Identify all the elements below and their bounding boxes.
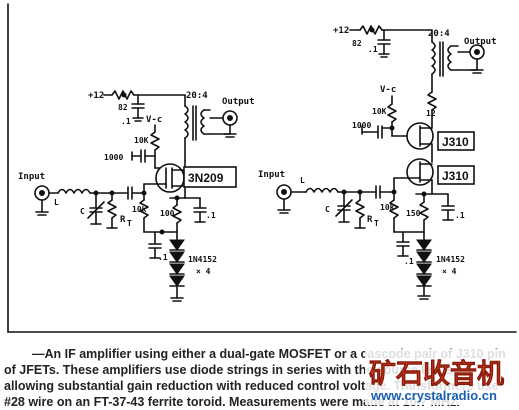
svg-text:矿石收音机: 矿石收音机 xyxy=(369,358,504,390)
left-bypass-cap-label: .1 xyxy=(121,117,131,126)
left-gate2-cap-label: 1000 xyxy=(104,153,123,162)
right-vc-label: V-c xyxy=(380,85,396,95)
right-rt-label: R xyxy=(367,215,373,225)
left-transformer-ratio: 20:4 xyxy=(186,91,208,101)
right-source-resistor-label: 150 xyxy=(406,209,421,218)
right-lower-device-label: J310 xyxy=(442,169,469,183)
left-rt-label: R xyxy=(120,215,126,225)
caption-line-4: #28 wire on an FT-37-43 ferrite toroid. … xyxy=(4,395,460,409)
right-inductor-label: L xyxy=(300,176,305,185)
right-input-label: Input xyxy=(258,170,285,180)
left-device-box xyxy=(183,166,237,188)
right-upper-device-box xyxy=(437,131,475,151)
left-rt-sub: T xyxy=(127,219,132,228)
right-rt-sub: T xyxy=(374,219,379,228)
right-bottom-cap-label: .1 xyxy=(404,257,414,266)
left-top-resistor-label: 10K xyxy=(134,136,149,145)
left-bias-resistor-label: 10k xyxy=(132,205,147,214)
left-transformer-primary xyxy=(184,105,189,139)
left-source-cap-label: .1 xyxy=(206,211,216,220)
site-watermark-logo: 矿石收音机 www.crystalradio.cn xyxy=(365,349,515,405)
left-circuit: +12 82 .1 20:4 Output V-c 10K xyxy=(18,90,255,302)
svg-text:www.crystalradio.cn: www.crystalradio.cn xyxy=(370,388,497,403)
left-input-label: Input xyxy=(18,172,45,182)
right-source-cap-label: .1 xyxy=(455,211,465,220)
left-bypass-resistor xyxy=(111,90,135,100)
right-output-label: Output xyxy=(464,37,497,47)
left-tuning-cap-label: C xyxy=(80,207,85,216)
right-diode-count: × 4 xyxy=(442,267,457,276)
right-top-resistor-label: 10K xyxy=(372,107,387,116)
right-drain-resistor xyxy=(427,91,437,111)
left-bias-resistor xyxy=(139,199,149,219)
right-rt-resistor xyxy=(355,199,365,219)
right-bias-resistor xyxy=(389,199,399,219)
right-circuit: +12 82 .1 20:4 Output 12 V-c xyxy=(258,25,497,300)
right-transformer-ratio: 20:4 xyxy=(428,29,450,39)
left-source-resistor xyxy=(172,204,182,224)
right-bias-resistor-label: 10k xyxy=(380,203,395,212)
right-inductor xyxy=(305,187,339,193)
right-bypass-resistor xyxy=(359,25,383,35)
right-bypass-cap-label: .1 xyxy=(368,45,378,54)
left-device-label: 3N209 xyxy=(188,171,224,185)
left-inductor-label: L xyxy=(54,198,59,207)
right-tuning-cap-label: C xyxy=(325,205,330,214)
left-diode-count: × 4 xyxy=(196,267,211,276)
left-inductor xyxy=(57,188,91,194)
left-diode-label: 1N4152 xyxy=(188,255,217,264)
left-transformer-secondary xyxy=(200,109,205,135)
right-bypass-resistor-label: 82 xyxy=(352,39,362,48)
left-rt-resistor xyxy=(107,199,117,219)
right-supply-label: +12 xyxy=(333,26,349,36)
right-top-resistor xyxy=(387,103,397,123)
left-mosfet-symbol xyxy=(155,163,185,193)
right-diode-string xyxy=(416,239,432,300)
left-source-resistor-label: 100 xyxy=(160,209,175,218)
right-transformer-secondary xyxy=(447,45,452,71)
right-drain-resistor-label: 12 xyxy=(426,109,436,118)
right-source-resistor xyxy=(419,201,429,221)
right-diode-label: 1N4152 xyxy=(436,255,465,264)
schematic-figure: +12 82 .1 20:4 Output V-c 10K xyxy=(7,3,517,333)
left-bottom-cap-label: .1 xyxy=(158,253,168,262)
left-supply-label: +12 xyxy=(88,91,104,101)
left-top-resistor xyxy=(150,131,160,151)
left-diode-string xyxy=(169,235,185,302)
caption-line-2: of JFETs. These amplifiers use diode str… xyxy=(4,363,457,377)
left-vc-label: V-c xyxy=(146,115,162,125)
left-output-label: Output xyxy=(222,97,255,107)
left-bypass-resistor-label: 82 xyxy=(118,103,128,112)
right-transformer-primary xyxy=(431,41,436,75)
right-upper-device-label: J310 xyxy=(442,135,469,149)
right-lower-device-box xyxy=(437,165,475,185)
